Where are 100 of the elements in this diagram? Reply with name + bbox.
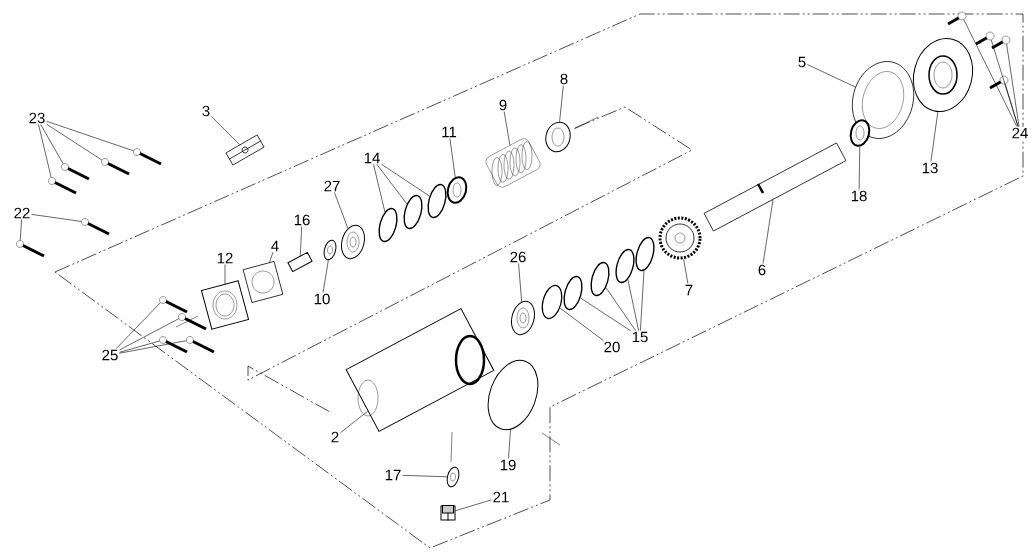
leader-line [762,199,774,264]
leader-line [559,307,604,341]
leader-line [559,85,564,122]
leader-line [508,429,511,459]
gasket-drawing [242,261,284,303]
leader-line [334,192,349,229]
callout-number: 19 [498,458,518,472]
leader-line [503,111,511,146]
leader-line [640,270,645,331]
callout-number: 15 [630,330,650,344]
plug-drawing [440,505,456,521]
bolt-drawing [991,35,1011,50]
leader-line [580,297,631,332]
ring-drawing [403,194,423,230]
leader-line [1004,83,1019,127]
leader-line [340,410,369,434]
screw-drawing [287,251,313,273]
ring-drawing [635,236,655,272]
shaft-drawing [703,142,847,232]
callout-number: 13 [920,161,940,175]
callout-number: 10 [312,292,332,306]
leader-line [119,318,180,351]
callout-number: 22 [12,206,32,220]
seal-drawing [849,119,871,147]
o-ring-drawing [487,359,539,431]
callout-number: 14 [362,151,382,165]
callout-number: 21 [491,490,511,504]
washer-drawing [323,239,337,261]
leader-line [31,214,82,222]
callout-number: 7 [683,283,695,297]
callout-number: 25 [100,348,120,362]
leader-line [381,164,430,197]
bracket-drawing [225,134,265,166]
housing-drawing [345,308,495,432]
callout-number: 20 [602,340,622,354]
leader-line [269,252,274,263]
bolt-drawing [975,31,995,46]
ring-drawing [590,261,610,297]
washer-drawing [446,466,460,488]
bearing-drawing [341,224,365,260]
bolt-drawing [989,75,1009,90]
cover-drawing [912,38,974,112]
leader-line [373,164,386,213]
leader-line [858,146,861,190]
ring-drawing [615,248,635,284]
gasket-drawing [852,61,915,139]
flange-drawing [201,280,250,330]
bolt-drawing [133,148,162,166]
leader-line [224,264,226,285]
bolt-drawing [101,158,130,176]
bolt-drawing [186,336,215,354]
leader-line [322,259,329,293]
leader-line [963,19,1018,127]
leader-line [930,111,939,162]
leader-line [449,138,456,178]
callout-number: 12 [215,251,235,265]
callout-number: 6 [756,263,768,277]
leader-line [38,124,52,178]
callout-number: 11 [440,125,458,139]
leader-line [807,64,856,88]
leader-line [1006,43,1020,127]
bolt-drawing [947,11,967,26]
leader-line [19,219,22,241]
leader-line [116,302,161,349]
leader-line [683,258,689,284]
gear-drawing [658,216,702,260]
leader-line [627,279,639,331]
callout-number: 26 [508,250,528,264]
leader-line [119,340,160,353]
callout-number: 9 [497,98,509,112]
callout-number: 24 [1010,126,1030,140]
leader-line [211,116,240,145]
ring-drawing [563,275,583,311]
callout-number: 8 [558,72,570,86]
callout-number: 17 [383,468,403,482]
leader-line [376,164,408,205]
bolt-drawing [16,240,45,258]
ring-drawing [378,207,398,243]
bolt-drawing [159,336,188,354]
collar-drawing [545,121,571,153]
bolt-drawing [61,163,90,181]
leader-line [518,263,522,303]
callout-number: 4 [269,239,281,253]
callout-number: 23 [27,111,47,125]
bolt-drawing [48,177,77,195]
bearing-drawing [511,300,535,336]
leader-line [455,499,492,512]
leader-line [300,226,302,256]
callout-number: 3 [200,104,212,118]
leader-line [40,124,64,165]
callout-number: 2 [329,430,341,444]
leader-line [46,120,134,152]
leader-line [402,475,448,478]
leader-line [119,340,187,354]
ring-drawing [427,183,447,219]
callout-number: 18 [849,189,869,203]
bolt-drawing [159,296,188,314]
seal-drawing [446,176,468,204]
callout-number: 16 [292,213,312,227]
leader-line [46,123,103,161]
